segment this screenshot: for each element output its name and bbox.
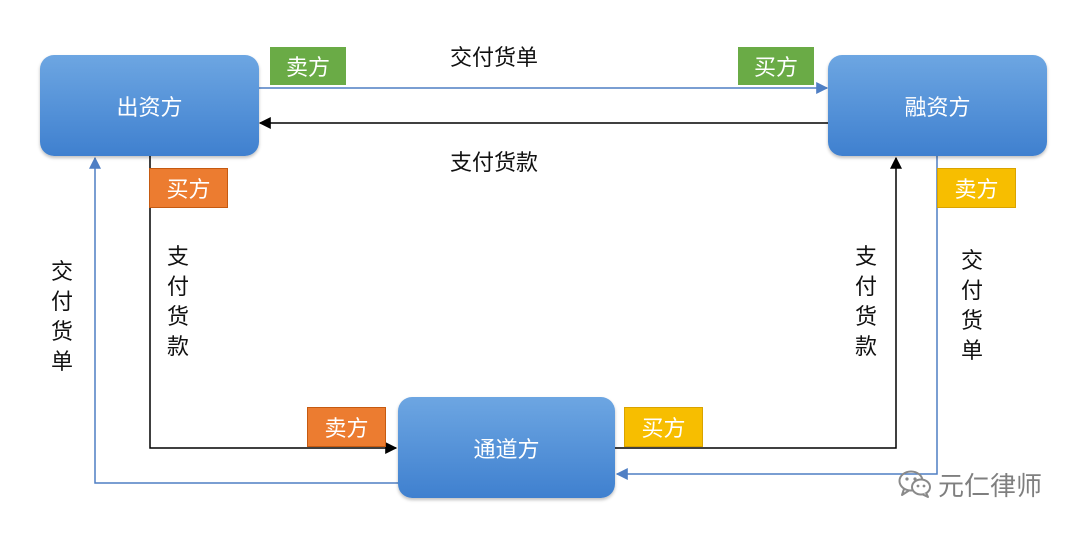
- node-channel: 通道方: [398, 397, 615, 498]
- tag-buyer-funder-bottom: 买方: [149, 168, 228, 208]
- wechat-icon: [898, 470, 931, 498]
- tag-seller-channel-left: 卖方: [307, 407, 386, 447]
- arrow-channel-to-funder: [89, 156, 398, 484]
- arrow-funder-to-channel: [149, 156, 398, 454]
- label-pay-goods-top: 支付货款: [450, 151, 539, 176]
- node-funder: 出资方: [40, 55, 259, 156]
- node-financed-label: 融资方: [904, 95, 971, 121]
- label-deliver-documents-top: 交付货单: [450, 46, 539, 71]
- node-financed: 融资方: [828, 55, 1047, 156]
- tag-seller-financed-bottom: 卖方: [937, 168, 1016, 208]
- watermark: 元仁律师: [898, 466, 1042, 502]
- watermark-text: 元仁律师: [938, 471, 1043, 502]
- node-channel-label: 通道方: [473, 437, 540, 463]
- label-deliver-documents-right: 交付货单: [960, 249, 983, 364]
- arrow-financed-to-channel: [615, 156, 938, 480]
- arrow-channel-to-financed: [615, 156, 902, 449]
- tag-buyer-channel-right: 买方: [624, 407, 703, 447]
- node-funder-label: 出资方: [116, 95, 183, 121]
- tag-seller-funder-top: 卖方: [270, 47, 346, 85]
- label-deliver-documents-left: 交付货单: [50, 260, 73, 375]
- tag-buyer-financed-top: 买方: [738, 47, 814, 85]
- label-pay-goods-right: 支付货款: [854, 245, 877, 360]
- label-pay-goods-left: 支付货款: [166, 245, 189, 360]
